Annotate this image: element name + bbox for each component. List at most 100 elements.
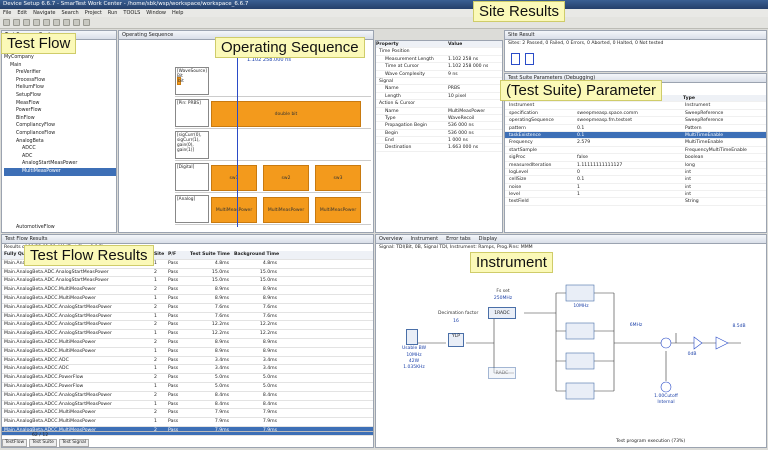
back-icon[interactable]: [73, 19, 80, 26]
tree-item[interactable]: MultiMeasPower: [4, 167, 116, 176]
property-value[interactable]: MultiMeasPower: [448, 108, 486, 114]
menu-item-run[interactable]: Run: [107, 10, 118, 16]
tree-item[interactable]: AnalogStartMeasPower: [22, 161, 78, 167]
forward-icon[interactable]: [83, 19, 90, 26]
sequence-block[interactable]: MultiMeasPower: [315, 197, 361, 223]
radc1-block[interactable]: 1RADC: [488, 307, 516, 319]
property-value[interactable]: 1.663 000 ns: [448, 145, 479, 151]
sequence-block[interactable]: bit: [177, 77, 184, 85]
menu-item-project[interactable]: Project: [84, 10, 102, 16]
tree-item[interactable]: ADCC: [22, 146, 36, 152]
property-value[interactable]: 10 pixel: [448, 93, 467, 99]
table-row[interactable]: Main.AnalogBeta.ADCC.AnalogStartMeasPowe…: [2, 313, 373, 322]
debug-icon[interactable]: [43, 19, 50, 26]
property-value[interactable]: 1.102 258 ns: [448, 56, 479, 62]
site-2-icon[interactable]: [525, 53, 534, 65]
tree-item[interactable]: ComplianceFlow: [16, 130, 56, 136]
search-icon[interactable]: [63, 19, 70, 26]
tree-item[interactable]: AnalogBeta: [16, 138, 44, 144]
site-results-tab[interactable]: Site Result: [505, 31, 766, 40]
instrument-tab[interactable]: Error tabs: [446, 236, 471, 242]
tree-item[interactable]: PowerFlow: [16, 108, 42, 114]
tree-item[interactable]: Main: [10, 62, 22, 68]
property-value[interactable]: 9 ns: [448, 71, 458, 77]
tree-item[interactable]: MeasFlow: [16, 100, 40, 106]
property-value[interactable]: 536 000 ns: [448, 130, 474, 136]
menu-item-edit[interactable]: Edit: [17, 10, 28, 16]
site-1-icon[interactable]: [511, 53, 520, 65]
menu-item-file[interactable]: File: [3, 10, 12, 16]
menu-item-help[interactable]: Help: [172, 10, 184, 16]
sequence-block[interactable]: sw1: [211, 165, 257, 191]
menu-item-tools[interactable]: TOOLS: [123, 10, 141, 16]
sequence-block[interactable]: MultiMeasPower: [263, 197, 309, 223]
bottom-tab[interactable]: TestFlow: [2, 439, 28, 447]
table-row[interactable]: Main.AnalogBeta.ADCC.AnalogStartMeasPowe…: [2, 392, 373, 401]
sequence-block[interactable]: sw2: [263, 165, 309, 191]
results-tab[interactable]: Test Flow Results: [2, 235, 373, 244]
tree-item[interactable]: HeliumFlow: [16, 85, 44, 91]
ylp-block[interactable]: YLP: [448, 333, 464, 347]
time-cursor[interactable]: [237, 47, 238, 227]
radc-block[interactable]: RADC: [488, 367, 516, 379]
save-icon[interactable]: [13, 19, 20, 26]
property-value[interactable]: 536 000 ns: [448, 123, 474, 129]
tree-item[interactable]: ADC: [22, 153, 33, 159]
tree-item-tail[interactable]: AutomotiveFlow: [16, 225, 55, 230]
menu-item-window[interactable]: Window: [146, 10, 166, 16]
menu-item-search[interactable]: Search: [61, 10, 79, 16]
property-value[interactable]: 1 000 ns: [448, 138, 468, 144]
property-value[interactable]: PRBS: [448, 86, 460, 92]
tree-item[interactable]: BinFlow: [16, 115, 35, 121]
sequence-block[interactable]: MultiMeasPower: [211, 197, 257, 223]
source-block[interactable]: [406, 329, 418, 345]
tree-item[interactable]: SetupFlow: [16, 92, 41, 98]
instrument-tab[interactable]: Overview: [379, 236, 403, 242]
bottom-tab[interactable]: Test Signal: [58, 439, 90, 447]
table-row[interactable]: Main.AnalogBeta.ADCC.AnalogStartMeasPowe…: [2, 321, 373, 331]
table-row[interactable]: Main.AnalogBeta.ADC.AnalogStartMeasPower…: [2, 269, 373, 278]
tree-item[interactable]: ProcessFlow: [16, 77, 46, 83]
tree-item[interactable]: MyCompany: [4, 55, 34, 60]
new-icon[interactable]: [3, 19, 10, 26]
sequence-block[interactable]: sw3: [315, 165, 361, 191]
print-icon[interactable]: [23, 19, 30, 26]
instrument-tab[interactable]: Instrument: [410, 236, 439, 242]
tree-item[interactable]: CompliancyFlow: [16, 123, 56, 129]
sequence-block[interactable]: double bit: [211, 101, 361, 127]
table-row[interactable]: Main.AnalogBeta.ADCC.AnalogStartMeasPowe…: [2, 330, 373, 339]
instrument-tab[interactable]: Display: [478, 236, 498, 242]
property-value[interactable]: WaveRecoil: [448, 115, 475, 121]
menu-item-navigate[interactable]: Navigate: [33, 10, 56, 16]
table-row[interactable]: Main.AnalogBeta.ADC.AnalogStartMeasPower…: [2, 277, 373, 287]
bottom-tab[interactable]: Test Suite: [29, 439, 57, 447]
table-row[interactable]: Main.AnalogBeta.ADCC.AnalogStartMeasPowe…: [2, 401, 373, 410]
table-row[interactable]: Main.AnalogBeta.ADCC.AnalogStartMeasPowe…: [2, 304, 373, 313]
tree-item[interactable]: PreVerifier: [16, 70, 41, 76]
stop-icon[interactable]: [53, 19, 60, 26]
property-value[interactable]: 1.102 258 000 ns: [448, 64, 489, 70]
run-icon[interactable]: [33, 19, 40, 26]
